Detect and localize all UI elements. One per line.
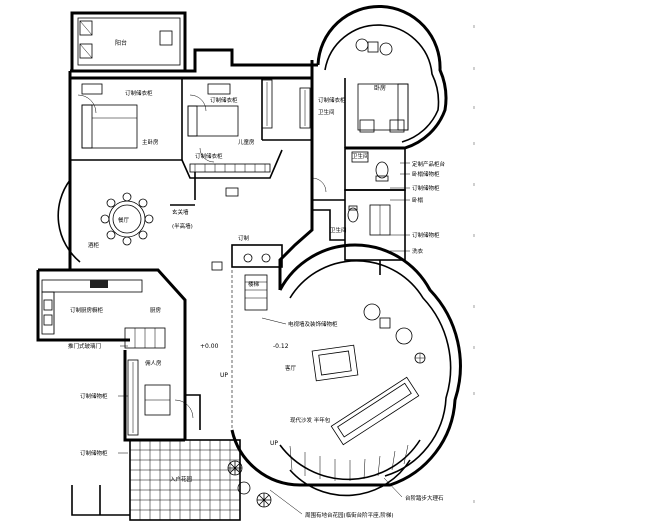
storage-1-label: 订制储物柜 [80,392,108,400]
balcony-room [70,11,187,73]
kitchen-label: 厨房 [150,306,162,314]
stair-note-label: 台阶踏步大理石 [405,494,444,502]
dining-label: 餐厅 [118,216,130,224]
central-hall [211,200,314,430]
sofa-icon [330,376,420,446]
custom-cab-4-label: 卧榻 [412,196,424,204]
entrance-garden [71,439,272,521]
sideboard-label: 酒柜 [88,241,100,249]
bath-2-label: 卫生间 [330,226,347,234]
custom-cab-3-label: 订制储物柜 [412,184,440,192]
private-bath-label: 卫生间 [352,152,369,160]
up-2-label: UP [270,440,278,447]
partition-label: 玄关墙 [172,208,189,216]
dining-area [57,172,196,263]
potted-plant-icon [227,460,272,508]
living-label: 客厅 [285,364,297,372]
bottom-note-label: 周围有地台花园(临街台阶平座,阶梯) [305,511,394,519]
counter-label: 订制 [238,234,250,242]
shelf-label: 楼梯 [248,280,260,288]
room-labels: 阳台 订制储衣柜 主卧房 儿童房 订制储衣柜 订制储衣柜 卫生间 卧房 卫生间 … [68,39,446,519]
leader-lines [118,162,410,515]
living-room-round [230,243,462,497]
wardrobe-strip-label: 订制储衣柜 [195,152,223,160]
curved-staircase [279,439,421,497]
bath-closet-block [311,147,406,275]
feature-wall-label: 电视墙及装饰储物柜 [288,320,338,328]
kitchen-cab-label: 订制厨房橱柜 [70,306,104,314]
level-1-label: +0.00 [200,343,219,350]
custom-cab-1-label: 定制产品柜台 [412,160,446,168]
utility-label: 佣人房 [145,359,162,367]
bedroom-block [68,48,318,270]
kitchen-block [36,268,187,350]
custom-cab-2-label: 卧榻储物柜 [412,170,440,178]
bedroom-label: 卧房 [374,84,386,92]
level-2-label: -0.12 [273,343,289,350]
glass-door-label: 推门式玻璃门 [68,342,101,350]
wardrobe-bath-label: 订制储衣柜 [318,96,346,104]
partition-sub-label: (半高墙) [172,222,193,230]
up-1-label: UP [220,372,228,379]
master-room-label: 主卧房 [142,138,159,146]
entrance-label: 入户花园 [170,475,193,483]
master-bedroom-round [299,5,448,150]
utility-block [123,350,201,442]
storage-2-label: 订制储物柜 [80,449,108,457]
sofa-label: 现代沙发 半年包 [290,416,331,424]
laundry-label: 洗衣 [412,247,424,255]
wardrobe-top-left-label: 订制储衣柜 [125,89,153,97]
child-room-label: 儿童房 [238,138,255,146]
custom-cab-5-label: 订制储物柜 [412,231,440,239]
balcony-label: 阳台 [115,39,127,47]
wardrobe-mid-label: 订制储衣柜 [210,96,238,104]
bathroom-label: 卫生间 [318,108,335,116]
